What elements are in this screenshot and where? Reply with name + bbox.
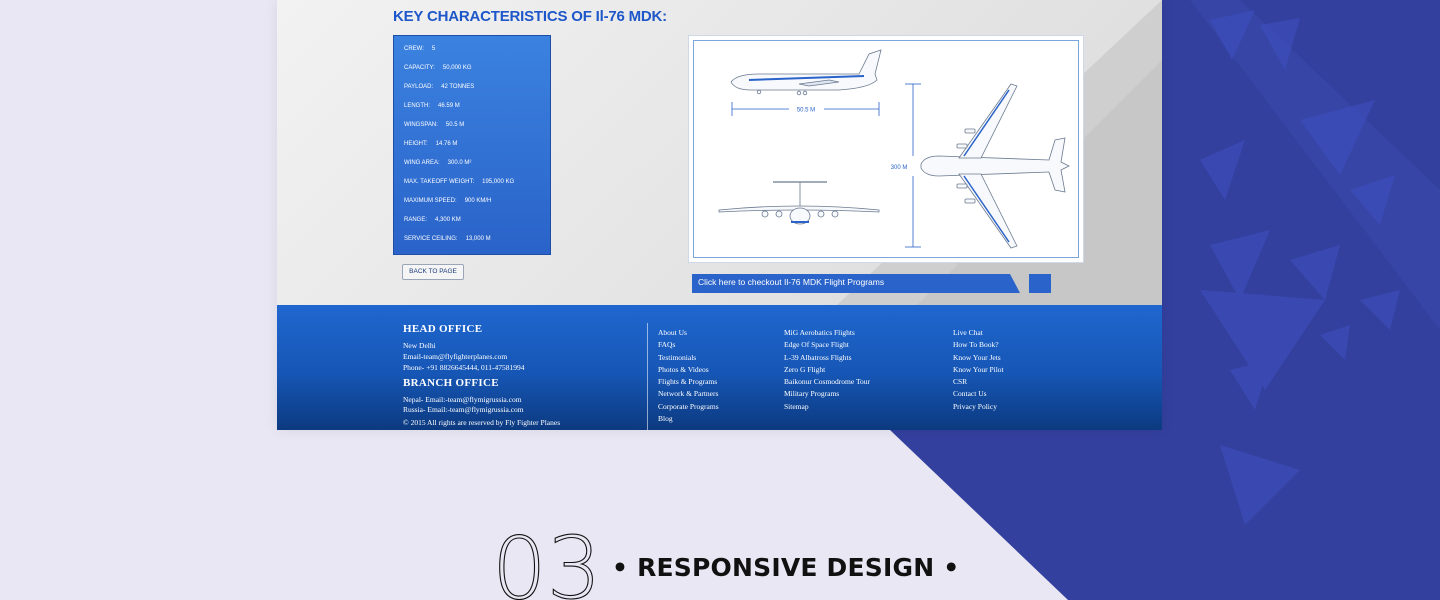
footer-link[interactable]: Baikonur Cosmodrome Tour xyxy=(784,377,870,387)
footer-link[interactable]: L-39 Albatross Flights xyxy=(784,352,852,362)
head-office-email[interactable]: Email-team@flyfighterplanes.com xyxy=(403,352,508,361)
footer-link[interactable]: CSR xyxy=(953,377,968,387)
footer-links-col3: Live Chat How To Book? Know Your Jets Kn… xyxy=(953,327,1004,413)
footer-links-col2: MiG Aerobatics Flights Edge Of Space Fli… xyxy=(784,327,870,413)
head-office-title: HEAD OFFICE xyxy=(403,323,483,335)
footer-link[interactable]: Contact Us xyxy=(953,389,987,399)
section-number: 03 xyxy=(492,530,602,600)
footer-link[interactable]: MiG Aerobatics Flights xyxy=(784,328,855,337)
footer-link[interactable]: Zero G Flight xyxy=(784,364,826,374)
specs-panel: CREW:5 CAPACITY:50,000 KG PAYLOAD:42 TON… xyxy=(393,35,551,255)
triangle-pattern-icon xyxy=(1200,10,1400,525)
footer-link[interactable]: Photos & Videos xyxy=(658,364,709,374)
spec-wingspan: WINGSPAN:50.5 M xyxy=(404,122,465,128)
footer-link[interactable]: How To Book? xyxy=(953,340,999,350)
footer-link[interactable]: Testimonials xyxy=(658,352,697,362)
footer-link[interactable]: Know Your Jets xyxy=(953,352,1001,362)
head-office-phone: Phone- +91 8826645444, 011-47581994 xyxy=(403,363,525,372)
footer-link[interactable]: About Us xyxy=(658,328,687,337)
cta-arrow-button[interactable] xyxy=(1029,274,1051,293)
spec-range: RANGE:4,300 KM xyxy=(404,217,461,223)
svg-text:03: 03 xyxy=(492,530,601,600)
website-screenshot: KEY CHARACTERISTICS OF Il-76 MDK: CREW:5… xyxy=(277,0,1162,430)
footer-link[interactable]: Corporate Programs xyxy=(658,401,719,411)
footer-links-col1: About Us FAQs Testimonials Photos & Vide… xyxy=(658,327,719,425)
aircraft-diagram: 50.5 M 300 M xyxy=(688,35,1084,263)
site-footer: HEAD OFFICE New Delhi Email-team@flyfigh… xyxy=(277,305,1162,430)
spec-max-takeoff-weight: MAX. TAKEOFF WEIGHT:195,000 KG xyxy=(404,179,515,185)
flight-programs-cta[interactable]: Click here to checkout Il-76 MDK Flight … xyxy=(692,274,1022,293)
footer-link[interactable]: Privacy Policy xyxy=(953,401,997,411)
branch-office-title: BRANCH OFFICE xyxy=(403,377,499,389)
footer-link[interactable]: Flights & Programs xyxy=(658,377,718,387)
spec-service-ceiling: SERVICE CEILING:13,000 M xyxy=(404,236,491,242)
aircraft-front-view-icon xyxy=(718,181,880,225)
footer-link[interactable]: Live Chat xyxy=(953,328,983,337)
section-title: • RESPONSIVE DESIGN • xyxy=(612,553,960,582)
branch-office-nepal: Nepal- Email:-team@flymigrussia.com xyxy=(403,395,522,404)
head-office-city: New Delhi xyxy=(403,341,436,350)
aircraft-views-icon: 50.5 M 300 M xyxy=(718,49,1070,249)
spec-length: LENGTH:46.59 M xyxy=(404,103,460,109)
back-to-page-button[interactable]: BACK TO PAGE xyxy=(402,264,464,280)
spec-height: HEIGHT:14.76 M xyxy=(404,141,458,147)
spec-payload: PAYLOAD:42 TONNES xyxy=(404,84,475,90)
spec-max-speed: MAXIMUM SPEED:900 KM/H xyxy=(404,198,492,204)
branch-office-russia: Russia- Email:-team@flymigrussia.com xyxy=(403,405,524,414)
cta-label: Click here to checkout Il-76 MDK Flight … xyxy=(698,277,885,287)
aircraft-side-view-icon xyxy=(730,49,882,96)
spec-capacity: CAPACITY:50,000 KG xyxy=(404,65,472,71)
footer-link[interactable]: Know Your Pilot xyxy=(953,364,1004,374)
aircraft-top-view-icon xyxy=(920,83,1070,249)
spec-crew: CREW:5 xyxy=(404,46,436,52)
spec-wing-area: WING AREA:300.0 M² xyxy=(404,160,472,166)
footer-link[interactable]: Sitemap xyxy=(784,401,809,411)
footer-link[interactable]: Network & Partners xyxy=(658,389,719,399)
page-title: KEY CHARACTERISTICS OF Il-76 MDK: xyxy=(393,8,667,25)
footer-link[interactable]: Blog xyxy=(658,414,673,424)
footer-link[interactable]: FAQs xyxy=(658,340,676,350)
copyright: © 2015 All rights are reserved by Fly Fi… xyxy=(403,418,561,427)
dimension-wingspan-label: 50.5 M xyxy=(797,108,815,114)
footer-link[interactable]: Military Programs xyxy=(784,389,840,399)
footer-link[interactable]: Edge Of Space Flight xyxy=(784,340,849,350)
footer-divider xyxy=(647,323,648,430)
dimension-length-label: 300 M xyxy=(891,165,908,171)
